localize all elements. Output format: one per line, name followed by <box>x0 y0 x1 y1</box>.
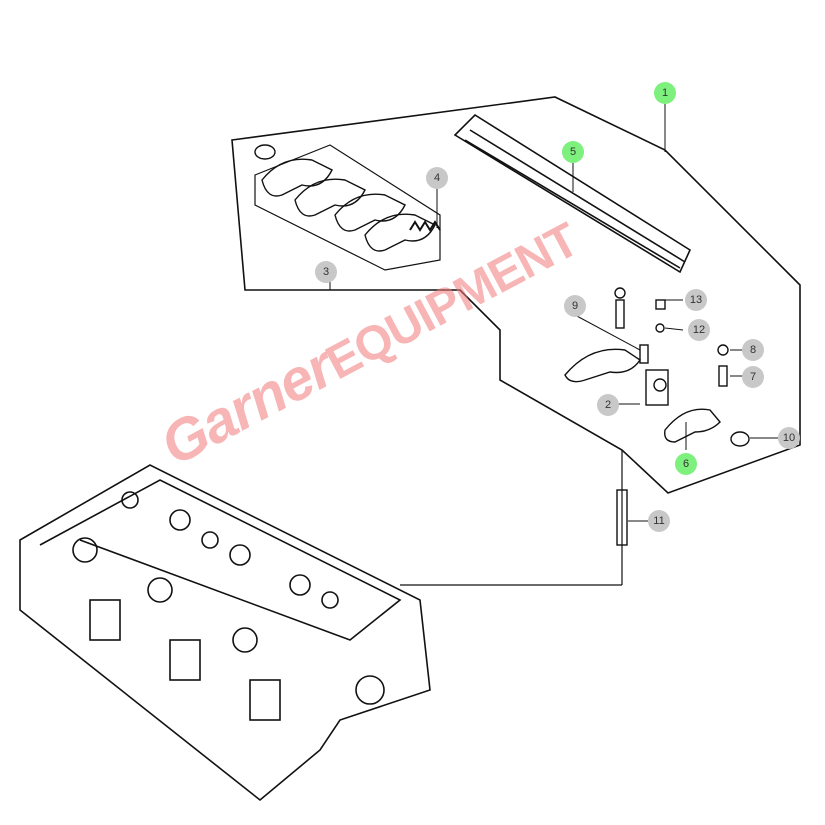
spring <box>409 220 441 232</box>
callout-3[interactable]: 3 <box>315 261 337 283</box>
callout-11[interactable]: 11 <box>648 510 670 532</box>
callout-6[interactable]: 6 <box>675 453 697 475</box>
callout-4[interactable]: 4 <box>426 167 448 189</box>
callout-9[interactable]: 9 <box>564 295 586 317</box>
callout-7[interactable]: 7 <box>742 366 764 388</box>
callout-5[interactable]: 5 <box>562 141 584 163</box>
stud <box>616 489 628 546</box>
leader-lines <box>329 104 778 522</box>
rocker-arm-group <box>254 144 441 271</box>
callout-1[interactable]: 1 <box>654 82 676 104</box>
small-parts <box>564 287 750 447</box>
cylinder-head <box>19 464 431 802</box>
rocker-arms <box>254 144 436 252</box>
callout-10[interactable]: 10 <box>778 427 800 449</box>
callout-13[interactable]: 13 <box>685 289 707 311</box>
callout-2[interactable]: 2 <box>597 394 619 416</box>
callout-12[interactable]: 12 <box>688 319 710 341</box>
callout-8[interactable]: 8 <box>742 339 764 361</box>
rocker-shaft-outline <box>453 113 692 274</box>
assembly-boundary <box>231 96 801 494</box>
